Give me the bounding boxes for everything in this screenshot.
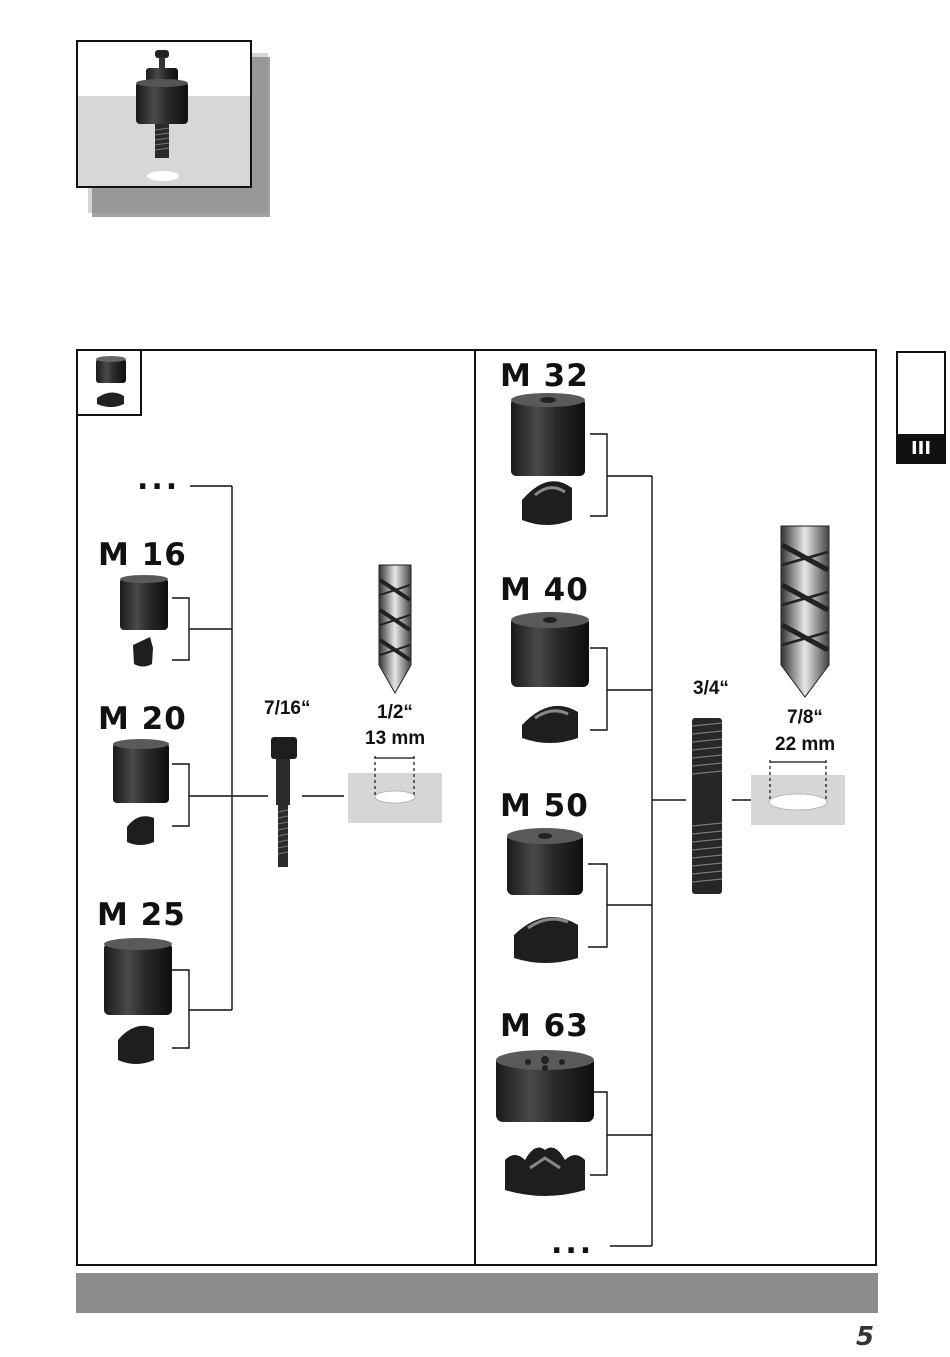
pilot-hole-inch-right: 7/8“ (787, 707, 823, 728)
drill-bit-22mm-illustration (780, 525, 830, 698)
die-label-m32: M 32 (500, 358, 589, 394)
right-continuation-dots: ... (551, 1226, 595, 1261)
die-label-m63: M 63 (500, 1008, 589, 1044)
assembly-illustration (76, 40, 270, 217)
left-continuation-dots: ... (137, 462, 181, 497)
left-connector-lines (172, 485, 344, 1049)
die-label-m25: M 25 (97, 897, 186, 933)
m25-die-illustration (104, 938, 172, 1064)
chapter-tab: III (896, 351, 946, 464)
m16-die-illustration (120, 575, 168, 667)
draw-stud-size-left: 7/16“ (264, 698, 311, 719)
footer-bar (76, 1273, 878, 1313)
m32-die-illustration (511, 393, 585, 525)
die-label-m40: M 40 (500, 572, 589, 608)
draw-stud-3-4-illustration (691, 718, 723, 894)
draw-stud-size-right: 3/4“ (693, 678, 729, 699)
pilot-hole-inch-left: 1/2“ (377, 702, 413, 723)
pilot-hole-13mm-illustration (348, 756, 442, 823)
pilot-hole-mm-right: 22 mm (775, 734, 836, 755)
right-connector-lines (588, 433, 770, 1247)
m50-die-illustration (507, 828, 583, 963)
m40-die-illustration (511, 612, 589, 743)
drill-bit-13mm-illustration (378, 564, 412, 695)
die-label-m20: M 20 (98, 701, 187, 737)
chapter-tab-label: III (896, 434, 946, 464)
pilot-hole-22mm-illustration (751, 760, 845, 825)
page-number: 5 (856, 1322, 875, 1352)
m20-die-illustration (113, 739, 169, 845)
punch-chart-frame (76, 349, 877, 1266)
die-label-m50: M 50 (500, 788, 589, 824)
draw-stud-7-16-illustration (271, 737, 297, 867)
pilot-hole-mm-left: 13 mm (365, 728, 426, 749)
die-label-m16: M 16 (98, 537, 187, 573)
m63-die-illustration (496, 1050, 594, 1196)
